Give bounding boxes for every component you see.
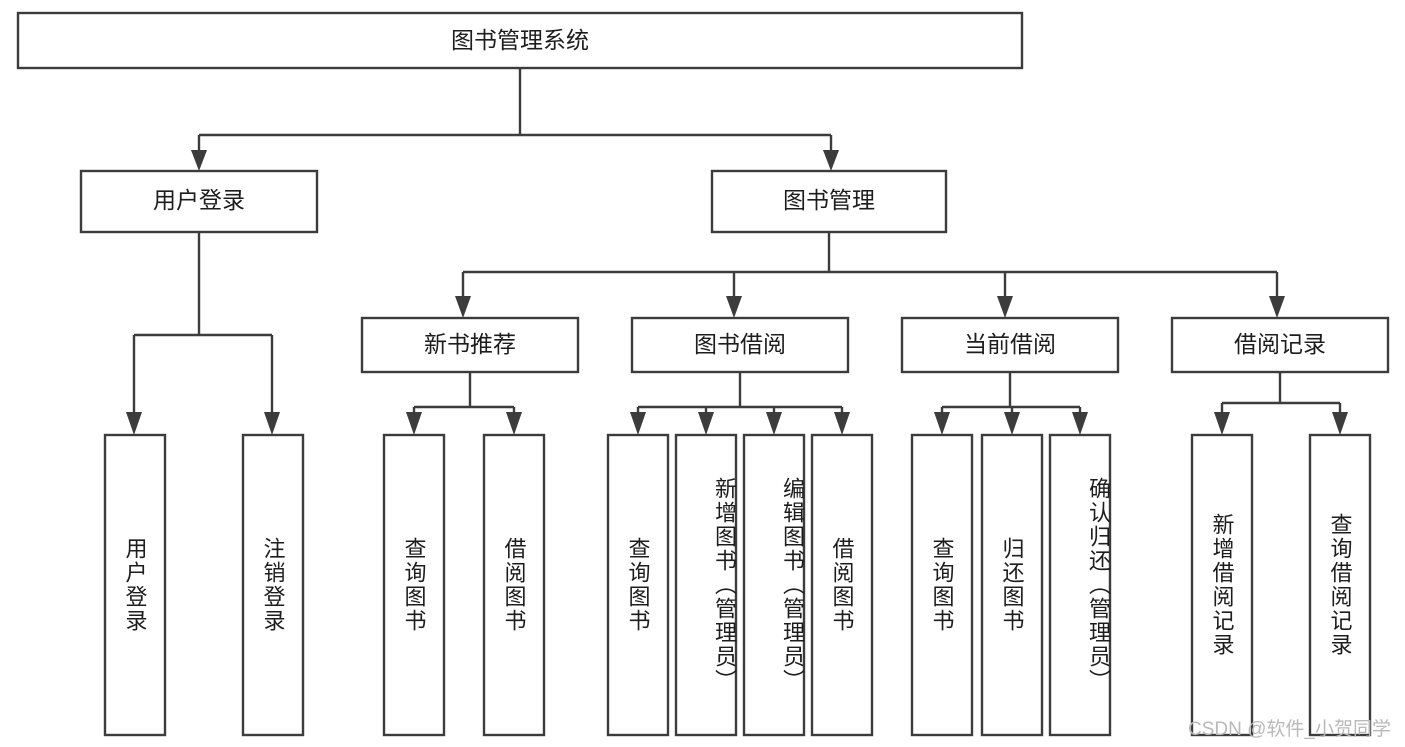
arrow-head-leaf-rec-search <box>1332 412 1348 435</box>
leaf-box-rec-add[interactable] <box>1190 433 1254 737</box>
arrow-head-leaf-borrow-lend <box>834 412 850 435</box>
leaf-box-cur-query[interactable] <box>910 433 974 737</box>
arrow-head-book-manage <box>823 150 839 171</box>
arrow-head-leaf-rec-borrow <box>506 412 522 435</box>
arrow-head-borrow-record <box>1269 296 1285 318</box>
leaf-box-user-login[interactable] <box>103 433 167 737</box>
leaf-box-rec-query[interactable] <box>382 433 446 737</box>
connector-new-book-rec-to-leaves <box>406 372 522 435</box>
arrow-head-current-borrow <box>997 296 1013 318</box>
leaf-box-borrow-edit[interactable] <box>742 433 806 737</box>
leaf-box-cur-confirm[interactable] <box>1048 433 1112 737</box>
arrow-head-book-borrow <box>726 296 742 318</box>
node-book-manage[interactable]: 图书管理 <box>710 169 948 234</box>
node-current-borrow-label: 当前借阅 <box>964 331 1056 357</box>
node-borrow-record-label: 借阅记录 <box>1234 331 1326 357</box>
connector-user-login-to-leaves <box>126 232 280 435</box>
connector-borrow-record-to-leaves <box>1214 372 1348 435</box>
node-user-login-label: 用户登录 <box>153 187 245 213</box>
node-new-book-rec-label: 新书推荐 <box>424 331 516 357</box>
connector-current-borrow-to-leaves <box>934 372 1088 435</box>
node-new-book-rec[interactable]: 新书推荐 <box>360 316 580 374</box>
leaf-box-borrow-lend[interactable] <box>810 433 874 737</box>
arrow-head-leaf-borrow-add <box>698 412 714 435</box>
arrow-head-leaf-cur-return <box>1004 412 1020 435</box>
arrow-head-new-book-rec <box>455 296 471 318</box>
node-book-borrow-box[interactable] <box>630 316 850 374</box>
leaf-box-user-logout[interactable] <box>241 433 305 737</box>
node-user-login-box[interactable] <box>79 169 319 234</box>
node-book-borrow[interactable]: 图书借阅 <box>630 316 850 374</box>
arrow-head-leaf-rec-query <box>406 412 422 435</box>
arrow-head-leaf-borrow-edit <box>766 412 782 435</box>
arrow-head-leaf-borrow-query <box>630 412 646 435</box>
node-borrow-record[interactable]: 借阅记录 <box>1170 316 1390 374</box>
csdn-watermark: CSDN @软件_小贺同学 <box>1188 719 1391 740</box>
node-book-manage-label: 图书管理 <box>783 187 875 213</box>
arrow-head-leaf-cur-query <box>934 412 950 435</box>
node-book-manage-box[interactable] <box>710 169 948 234</box>
leaf-box-rec-search[interactable] <box>1308 433 1372 737</box>
node-book-borrow-label: 图书借阅 <box>694 331 786 357</box>
connector-book-borrow-to-leaves <box>630 372 850 435</box>
arrow-head-leaf-cur-confirm <box>1072 412 1088 435</box>
arrow-head-user-login <box>191 150 207 171</box>
leaf-box-borrow-add[interactable] <box>674 433 738 737</box>
node-current-borrow-box[interactable] <box>900 316 1120 374</box>
node-root[interactable]: 图书管理系统 <box>16 11 1024 70</box>
leaf-boxes <box>103 433 1372 737</box>
connector-book-manage-to-level3 <box>455 232 1285 318</box>
node-current-borrow[interactable]: 当前借阅 <box>900 316 1120 374</box>
node-root-box[interactable] <box>16 11 1024 70</box>
arrow-head-leaf-rec-add <box>1214 412 1230 435</box>
node-borrow-record-box[interactable] <box>1170 316 1390 374</box>
leaf-box-rec-borrow[interactable] <box>482 433 546 737</box>
arrow-head-leaf-user-logout <box>264 412 280 435</box>
node-root-label: 图书管理系统 <box>451 27 589 53</box>
arrow-head-leaf-user-login <box>126 412 142 435</box>
leaf-box-borrow-query[interactable] <box>606 433 670 737</box>
node-user-login[interactable]: 用户登录 <box>79 169 319 234</box>
leaf-box-cur-return[interactable] <box>980 433 1044 737</box>
node-new-book-rec-box[interactable] <box>360 316 580 374</box>
connector-root-to-level2 <box>191 68 839 171</box>
